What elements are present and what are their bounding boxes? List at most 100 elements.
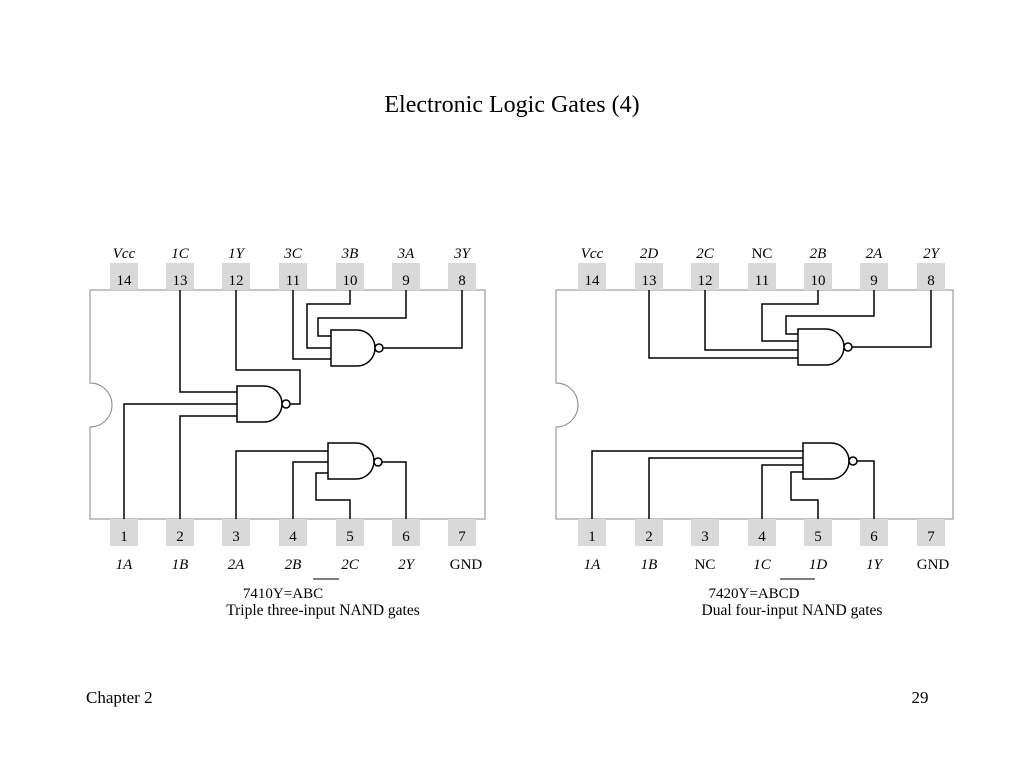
equation-part: 7420 bbox=[709, 586, 739, 602]
wire bbox=[292, 290, 331, 360]
nand-gate-2 bbox=[327, 442, 383, 480]
pin-number: 7 bbox=[927, 529, 935, 545]
pin-box bbox=[691, 263, 719, 290]
pin-box bbox=[222, 263, 250, 290]
pin-number: 1 bbox=[588, 529, 596, 545]
pin-box bbox=[804, 263, 832, 290]
pin-name: 2B bbox=[810, 246, 827, 262]
pin-box bbox=[222, 519, 250, 546]
chip-7420-body bbox=[555, 289, 954, 520]
wire bbox=[235, 450, 328, 519]
wire bbox=[383, 290, 463, 349]
nand-gate-2 bbox=[797, 328, 853, 366]
wire bbox=[761, 290, 819, 342]
nand-gate-1 bbox=[802, 442, 858, 480]
wire bbox=[648, 457, 803, 519]
pin-name: GND bbox=[917, 557, 950, 573]
slide-title: Electronic Logic Gates (4) bbox=[384, 92, 640, 118]
pin-number: 4 bbox=[758, 529, 766, 545]
pin-number: 10 bbox=[343, 273, 358, 289]
equation-rhs: ABC bbox=[292, 586, 323, 602]
pin-box bbox=[635, 263, 663, 290]
pin-name: 1C bbox=[171, 246, 190, 262]
pin-name: NC bbox=[752, 246, 773, 262]
pin-number: 12 bbox=[698, 273, 713, 289]
equation-lhs: Y bbox=[273, 586, 284, 602]
pin-number: 10 bbox=[811, 273, 826, 289]
pin-number: 7 bbox=[458, 529, 466, 545]
pin-box bbox=[110, 519, 138, 546]
pin-name: 2Y bbox=[398, 557, 416, 573]
wire bbox=[382, 461, 407, 519]
pin-number: 8 bbox=[927, 273, 935, 289]
wire bbox=[785, 290, 875, 335]
pin-number: 11 bbox=[755, 273, 769, 289]
wire bbox=[123, 403, 237, 519]
pin-box bbox=[392, 519, 420, 546]
pin-name: 2Y bbox=[923, 246, 941, 262]
pin-name: Vcc bbox=[113, 246, 136, 262]
pin-box bbox=[448, 519, 476, 546]
pin-box bbox=[917, 263, 945, 290]
wire bbox=[292, 461, 328, 519]
pin-name: 2C bbox=[341, 557, 360, 573]
pin-number: 6 bbox=[870, 529, 878, 545]
pin-box bbox=[336, 263, 364, 290]
wire bbox=[179, 290, 237, 393]
pin-box bbox=[748, 519, 776, 546]
pin-box bbox=[392, 263, 420, 290]
pin-number: 13 bbox=[642, 273, 657, 289]
pin-name: GND bbox=[450, 557, 483, 573]
pin-name: 3Y bbox=[453, 246, 472, 262]
wire bbox=[315, 472, 351, 519]
nand-gate-3 bbox=[330, 329, 384, 367]
chip-caption: Triple three-input NAND gates bbox=[226, 602, 420, 619]
pin-box bbox=[166, 263, 194, 290]
pin-number: 4 bbox=[289, 529, 297, 545]
pin-name: Vcc bbox=[581, 246, 604, 262]
wire bbox=[790, 471, 819, 519]
pin-name: 1B bbox=[641, 557, 658, 573]
pin-number: 2 bbox=[645, 529, 653, 545]
wire bbox=[591, 450, 803, 519]
pin-name: 1A bbox=[584, 557, 602, 573]
pin-name: 3A bbox=[397, 246, 416, 262]
pin-box bbox=[860, 519, 888, 546]
pin-box bbox=[110, 263, 138, 290]
pin-number: 3 bbox=[701, 529, 709, 545]
pin-number: 6 bbox=[402, 529, 410, 545]
pin-number: 3 bbox=[232, 529, 240, 545]
wire bbox=[235, 290, 301, 405]
equals-sign: = bbox=[284, 586, 292, 602]
chip-7410: 14 13 12 11 10 9 8 Vcc 1C 1Y 3C 3B 3A 3Y… bbox=[89, 246, 486, 619]
pin-name: 2A bbox=[228, 557, 246, 573]
pin-box bbox=[578, 519, 606, 546]
footer-chapter: Chapter 2 bbox=[86, 688, 153, 707]
pin-name: 1Y bbox=[866, 557, 884, 573]
pin-number: 9 bbox=[402, 273, 410, 289]
pin-number: 5 bbox=[814, 529, 822, 545]
pin-box bbox=[279, 263, 307, 290]
wire bbox=[857, 460, 875, 519]
equation: 7420Y=ABCD bbox=[709, 586, 800, 602]
nand-gate-1 bbox=[236, 385, 291, 423]
pin-number: 14 bbox=[585, 273, 601, 289]
footer-page-number: 29 bbox=[911, 688, 929, 707]
pin-number: 13 bbox=[173, 273, 188, 289]
pin-name: 3B bbox=[341, 246, 359, 262]
pin-number: 9 bbox=[870, 273, 878, 289]
wire bbox=[704, 290, 798, 351]
pin-name: 3C bbox=[283, 246, 303, 262]
pin-box bbox=[279, 519, 307, 546]
pin-number: 1 bbox=[120, 529, 128, 545]
pin-number: 11 bbox=[286, 273, 300, 289]
wire bbox=[761, 464, 803, 519]
pin-box bbox=[578, 263, 606, 290]
pin-box bbox=[860, 263, 888, 290]
chip-7420: 14 13 12 11 10 9 8 Vcc 2D 2C NC 2B 2A 2Y… bbox=[555, 246, 954, 619]
wire bbox=[317, 290, 407, 337]
pin-number: 12 bbox=[229, 273, 244, 289]
pin-number: 5 bbox=[346, 529, 354, 545]
wire bbox=[306, 290, 351, 349]
